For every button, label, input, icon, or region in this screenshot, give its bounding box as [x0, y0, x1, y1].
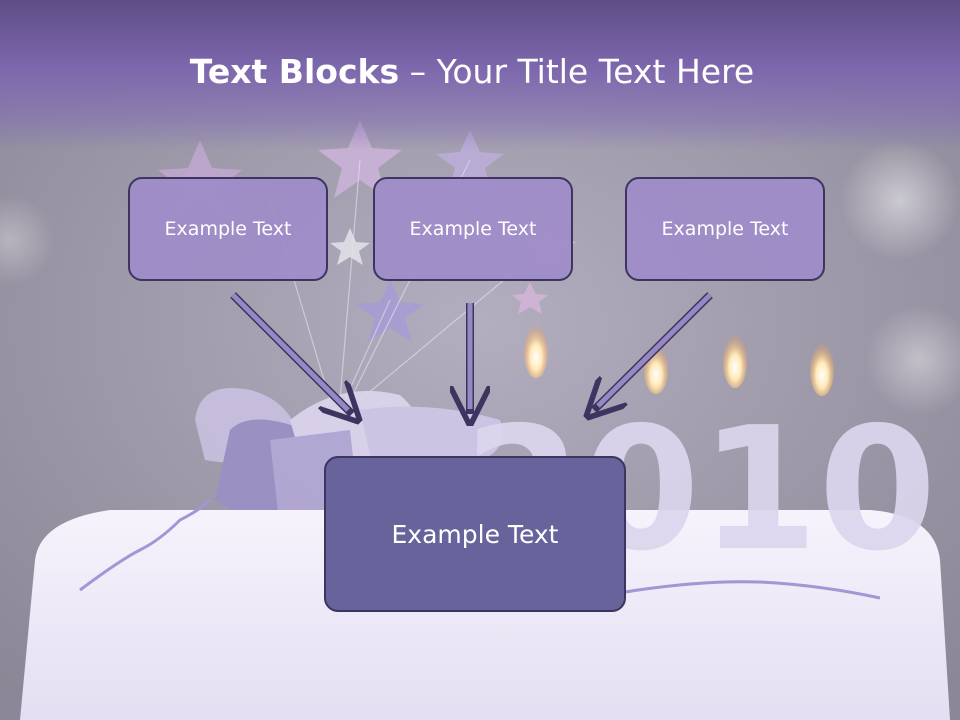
title-rest: Your Title Text Here: [436, 52, 755, 91]
bokeh-light: [0, 195, 55, 285]
title-bold: Text Blocks: [189, 52, 400, 91]
text-block-1: Example Text: [128, 177, 328, 281]
bokeh-light: [840, 140, 960, 260]
cake-body: [20, 510, 950, 720]
candle-flames: [524, 326, 834, 396]
icing-line: [79, 498, 212, 592]
title-dash: –: [399, 52, 437, 91]
slide-title: Text Blocks – Your Title Text Here: [0, 52, 944, 91]
text-block-main: Example Text: [324, 456, 626, 612]
connector-arrows-fill: [231, 293, 712, 412]
icing-line: [624, 580, 881, 600]
text-block-3: Example Text: [625, 177, 825, 281]
bokeh-light: [865, 305, 960, 415]
text-block-2: Example Text: [373, 177, 573, 281]
title-bar: [0, 0, 960, 150]
